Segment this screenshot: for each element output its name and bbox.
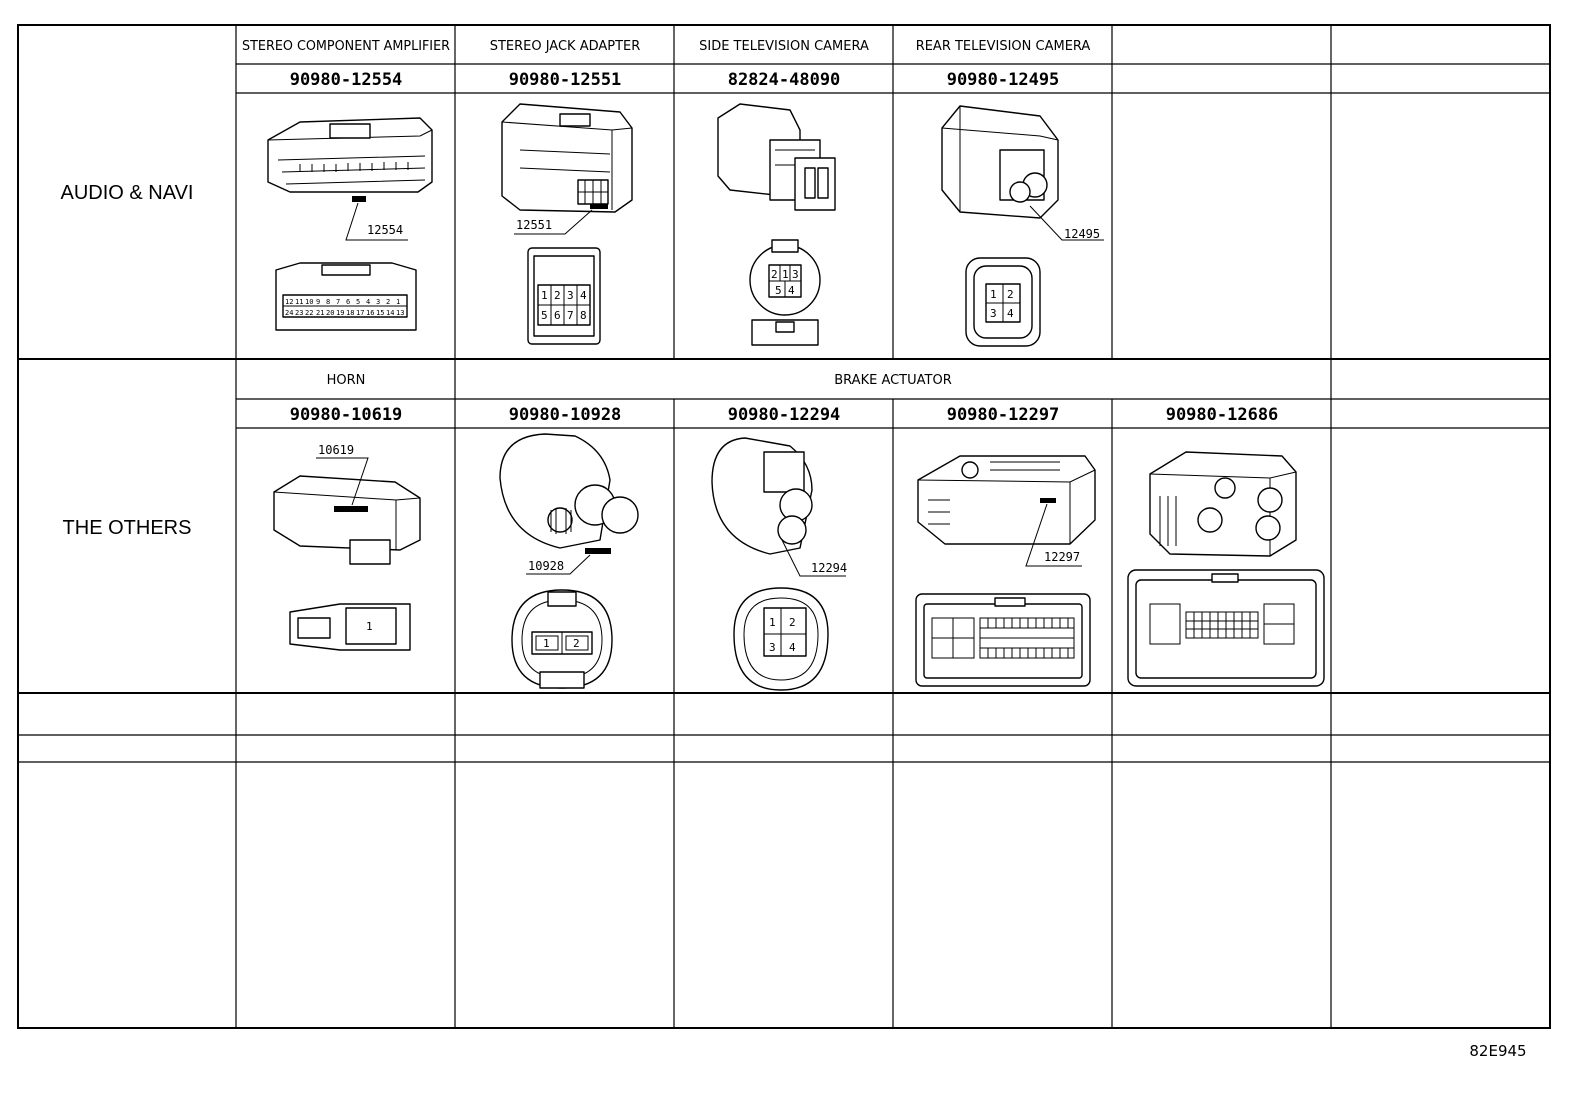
pin-label: 14 <box>386 309 394 317</box>
callout-label: 12551 <box>516 218 552 232</box>
callout-label: 10619 <box>318 443 354 457</box>
pin-label: 2 <box>386 298 390 306</box>
pin-label: 3 <box>769 641 776 654</box>
figure-code: 82E945 <box>1469 1042 1526 1060</box>
pin-label: 24 <box>285 309 293 317</box>
connector-name-side-television-camera: SIDE TELEVISION CAMERA <box>699 39 869 54</box>
pin-label: 16 <box>366 309 374 317</box>
connector-drawing-12554: 12554 12 11 10 9 8 7 6 5 4 3 2 1 24 23 2… <box>267 117 433 331</box>
pin-label: 1 <box>541 289 548 302</box>
part-number: 90980-10928 <box>509 405 622 425</box>
connector-name-stereo-jack-adapter: STEREO JACK ADAPTER <box>490 39 641 54</box>
pin-label: 8 <box>580 309 587 322</box>
pin-label: 13 <box>396 309 404 317</box>
pin-label: 3 <box>567 289 574 302</box>
pin-label: 1 <box>543 637 550 650</box>
callout-label: 12554 <box>367 223 403 237</box>
connector-drawing-48090: 2 1 3 5 4 <box>717 103 836 346</box>
pin-label: 2 <box>789 616 796 629</box>
pin-label: 4 <box>366 298 370 306</box>
part-number: 82824-48090 <box>728 70 841 90</box>
pin-label: 9 <box>316 298 320 306</box>
callout-label: 12297 <box>1044 550 1080 564</box>
category-audio-navi: AUDIO & NAVI <box>61 182 194 204</box>
pin-grid-12554: 12 11 10 9 8 7 6 5 4 3 2 1 24 23 22 21 2… <box>285 298 404 317</box>
pin-label: 5 <box>541 309 548 322</box>
pin-label: 3 <box>792 268 799 281</box>
pin-label: 3 <box>376 298 380 306</box>
pin-label: 6 <box>346 298 350 306</box>
pin-label: 2 <box>771 268 778 281</box>
part-number: 90980-12554 <box>290 70 403 90</box>
pin-label: 8 <box>326 298 330 306</box>
part-number: 90980-12297 <box>947 405 1060 425</box>
pin-label: 3 <box>990 307 997 320</box>
pin-label: 1 <box>366 620 373 633</box>
connector-name-stereo-component-amplifier: STEREO COMPONENT AMPLIFIER <box>242 39 450 54</box>
part-number: 90980-12495 <box>947 70 1060 90</box>
pin-label: 15 <box>376 309 384 317</box>
pin-label: 10 <box>305 298 313 306</box>
category-the-others: THE OTHERS <box>63 517 192 539</box>
connector-drawing-12297: 12297 <box>915 455 1096 687</box>
connector-name-rear-television-camera: REAR TELEVISION CAMERA <box>916 39 1091 54</box>
connector-drawing-10928: 10928 1 2 <box>499 433 639 689</box>
pin-label: 4 <box>580 289 587 302</box>
pin-label: 2 <box>573 637 580 650</box>
connector-drawing-12551: 12551 1 2 3 4 5 6 7 8 <box>501 103 633 345</box>
pin-label: 17 <box>356 309 364 317</box>
connector-drawing-12686 <box>1127 451 1325 687</box>
connector-drawing-10619: 10619 1 <box>273 443 421 651</box>
callout-label: 12294 <box>811 561 847 575</box>
pin-label: 4 <box>788 284 795 297</box>
callout-label: 12495 <box>1064 227 1100 241</box>
pin-label: 7 <box>567 309 574 322</box>
pin-label: 20 <box>326 309 334 317</box>
pin-label: 7 <box>336 298 340 306</box>
pin-label: 1 <box>396 298 400 306</box>
group-label-brake-actuator: BRAKE ACTUATOR <box>834 373 951 388</box>
pin-label: 19 <box>336 309 344 317</box>
part-number: 90980-12686 <box>1166 405 1279 425</box>
pin-label: 4 <box>789 641 796 654</box>
pin-label: 4 <box>1007 307 1014 320</box>
pin-label: 6 <box>554 309 561 322</box>
pin-label: 12 <box>285 298 293 306</box>
pin-label: 21 <box>316 309 324 317</box>
pin-label: 5 <box>356 298 360 306</box>
part-number: 90980-10619 <box>290 405 403 425</box>
callout-label: 10928 <box>528 559 564 573</box>
pin-label: 1 <box>769 616 776 629</box>
pin-label: 22 <box>305 309 313 317</box>
part-number: 90980-12294 <box>728 405 841 425</box>
pin-label: 18 <box>346 309 354 317</box>
pin-label: 1 <box>990 288 997 301</box>
pin-label: 1 <box>782 268 789 281</box>
part-number: 90980-12551 <box>509 70 622 90</box>
pin-label: 11 <box>295 298 303 306</box>
pin-label: 5 <box>775 284 782 297</box>
pin-label: 2 <box>554 289 561 302</box>
table-grid <box>17 24 1551 1029</box>
group-label-horn: HORN <box>327 373 366 388</box>
pin-label: 2 <box>1007 288 1014 301</box>
connector-drawing-12495: 12495 1 2 3 4 <box>941 105 1104 347</box>
pin-label: 23 <box>295 309 303 317</box>
connector-drawing-12294: 12294 1 2 3 4 <box>711 437 847 691</box>
